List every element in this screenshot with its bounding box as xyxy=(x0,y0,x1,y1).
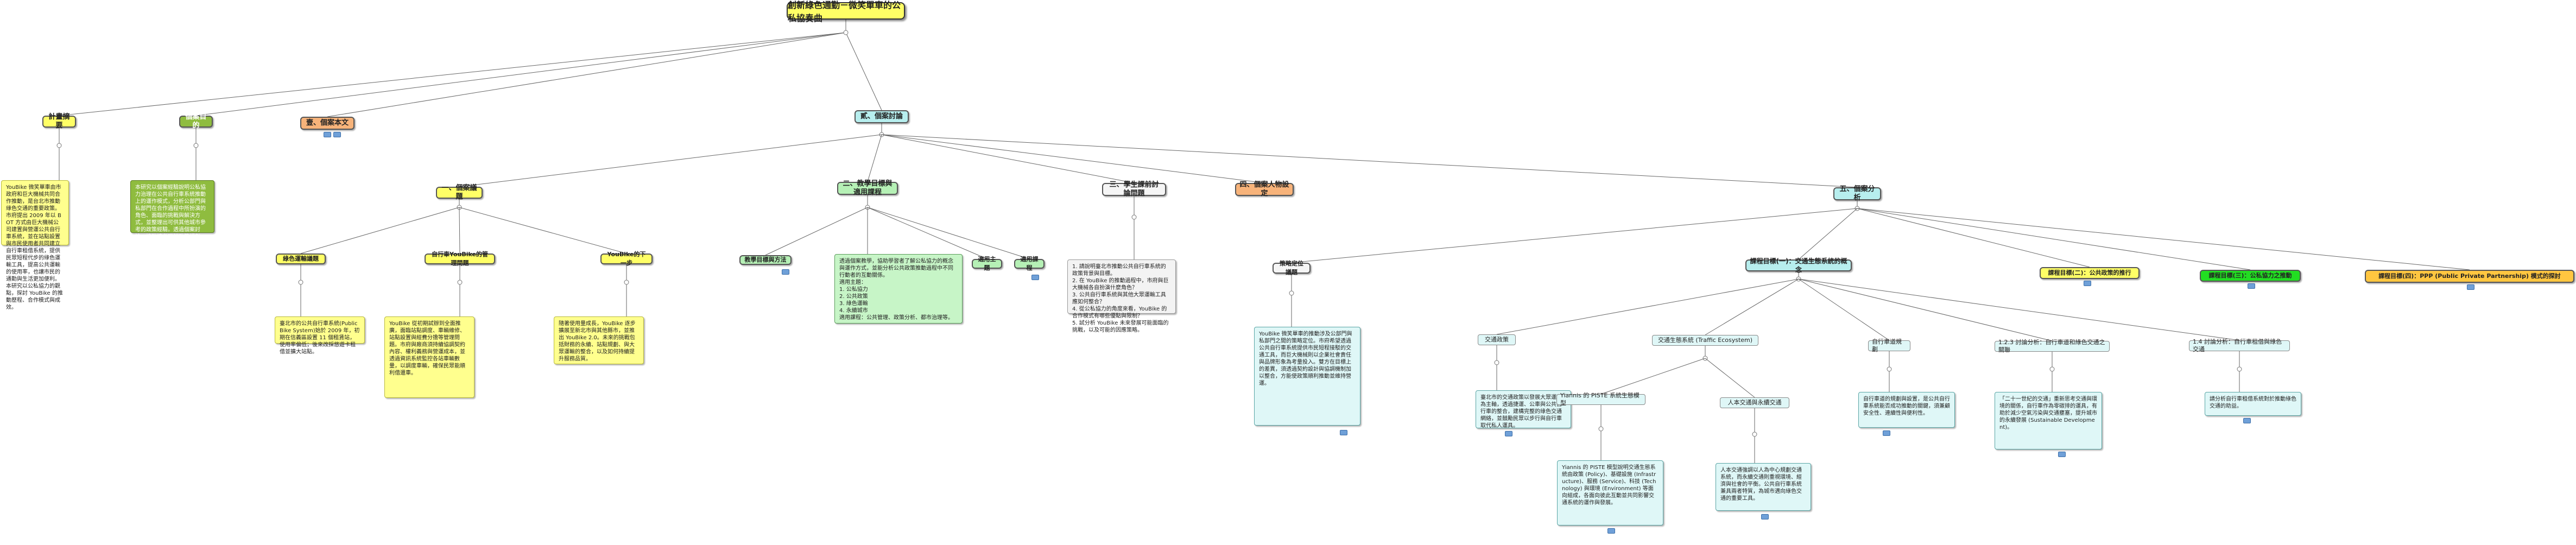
branch-junction[interactable] xyxy=(1131,214,1137,220)
note-discussion-bike-lane: 「二十一世紀的交通」重新思考交通與環境的關係，自行車作為零碳排的運具，有助於減少… xyxy=(1995,392,2102,449)
connector-line xyxy=(459,207,627,254)
connector-line xyxy=(881,134,1135,183)
branch-junction[interactable] xyxy=(843,30,849,35)
note-teaching-goals: 透過個案教學，協助學習者了解公私協力的概念與運作方式，並能分析公共政策推動過程中… xyxy=(834,254,963,324)
topic-case-issues[interactable]: 一、個案議題 xyxy=(436,184,483,201)
topic-course-goal-1[interactable]: 課程目標(一)：交通生態系統的概念 xyxy=(1745,257,1852,274)
connector-line xyxy=(1496,278,1799,335)
connector-line xyxy=(1705,358,1755,398)
connector-line xyxy=(1705,278,1799,335)
topic-character-setting[interactable]: 四、個案人物設定 xyxy=(1235,181,1294,198)
branch-junction[interactable] xyxy=(2049,366,2055,372)
branch-junction[interactable] xyxy=(1289,290,1294,296)
note-human-sustainable-transport: 人本交通強調以人為中心規劃交通系統，而永續交通則重視環境、經濟與社會的平衡。公共… xyxy=(1716,463,1811,511)
attachment-icon[interactable] xyxy=(2058,452,2066,457)
topic-strategic-positioning[interactable]: 策略定位議題 xyxy=(1273,260,1311,276)
attachment-icon[interactable] xyxy=(2243,418,2251,423)
connector-line xyxy=(881,134,1858,188)
connector-line xyxy=(1798,278,1890,341)
connector-line xyxy=(459,207,460,254)
branch-junction[interactable] xyxy=(193,143,199,148)
note-youbike-management: YouBike 從初期試辦到全面推廣，面臨站點調度、車輛維修、站點設置與經費分擔… xyxy=(384,316,474,398)
connector-line xyxy=(59,32,846,116)
connector-line xyxy=(1798,278,2240,341)
topic-piste-model[interactable]: Yiannis 的 PISTE 系統生態模型 xyxy=(1556,392,1645,407)
topic-case-analysis[interactable]: 五、個案分析 xyxy=(1833,185,1881,202)
note-strategic-positioning: YouBike 微笑單車的推動涉及公部門與私部門之間的策略定位。市府希望透過公共… xyxy=(1254,327,1360,426)
attachment-icon[interactable] xyxy=(2084,281,2091,286)
branch-junction[interactable] xyxy=(1494,360,1499,365)
root-topic[interactable]: 創新綠色通勤－微笑單車的公私協奏曲 xyxy=(787,0,905,23)
branch-junction[interactable] xyxy=(56,143,62,148)
connector-line xyxy=(1857,208,2090,268)
topic-course-goal-3[interactable]: 課程目標(三)：公私協力之推動 xyxy=(2200,270,2301,282)
connector-line xyxy=(1798,278,2053,341)
connector-line xyxy=(1291,208,1858,263)
connector-line xyxy=(867,134,882,182)
attachment-icon[interactable] xyxy=(1505,431,1512,436)
note-transport-policy: 臺北市的交通政策以發展大眾運輸為主軸，透過捷運、公車與公共自行車的整合，建構完整… xyxy=(1476,390,1571,429)
branch-junction[interactable] xyxy=(1598,426,1604,432)
connector-line xyxy=(765,207,868,256)
branch-junction[interactable] xyxy=(1752,432,1757,437)
topic-youbike-management[interactable]: 自行車YouBike的管理問題 xyxy=(425,251,495,267)
topic-teaching-methods[interactable]: 教學目標與方法 xyxy=(739,255,792,265)
branch-junction[interactable] xyxy=(298,280,303,285)
note-project-summary: YouBike 微笑單車由市政府和巨大機械共同合作推動，是台北市推動綠色交通的重… xyxy=(1,180,69,310)
topic-transport-policy[interactable]: 交通政策 xyxy=(1478,334,1516,345)
topic-case-discussion[interactable]: 貳、個案討論 xyxy=(855,110,909,123)
branch-junction[interactable] xyxy=(624,280,629,285)
note-piste-model: Yiannis 的 PISTE 模型說明交通生態系統由政策 (Policy)、基… xyxy=(1557,460,1663,525)
note-discussion-bike-rental: 請分析自行車租借系統對於推動綠色交通的助益。 xyxy=(2205,392,2301,416)
attachment-icon[interactable] xyxy=(1031,275,1039,280)
connector-line xyxy=(327,32,846,117)
connector-line xyxy=(867,207,1030,259)
attachment-icon[interactable] xyxy=(333,132,341,137)
attachment-icon[interactable] xyxy=(782,269,789,275)
note-bike-lane-planning: 自行車道的規劃與設置，是公共自行車系統能否成功推動的關鍵，須兼顧安全性、連續性與… xyxy=(1858,392,1955,428)
topic-course-goal-4[interactable]: 課程目標(四)：PPP (Public Private Partnership)… xyxy=(2365,270,2574,283)
topic-bike-lane-planning[interactable]: 自行車道規劃 xyxy=(1868,338,1910,353)
topic-course-goal-2[interactable]: 課程目標(二)：公共政策的推行 xyxy=(2040,267,2140,279)
topic-applicable-themes[interactable]: 適用主題 xyxy=(972,256,1002,271)
connector-line xyxy=(1798,208,1858,260)
topic-project-summary[interactable]: 計畫摘要 xyxy=(42,113,76,130)
attachment-icon[interactable] xyxy=(2467,284,2474,290)
connector-line xyxy=(845,32,882,111)
note-youbike-next-step: 隨著使用量成長，YouBike 逐步擴展至新北市與其他縣市，並推出 YouBik… xyxy=(554,316,644,364)
attachment-icon[interactable] xyxy=(324,132,331,137)
topic-case-text[interactable]: 壹、個案本文 xyxy=(300,117,355,130)
note-case-purpose: 本研究以個案經驗說明公私協力治理在公共自行車系統推動上的運作模式，分析公部門與私… xyxy=(130,180,214,247)
connector-line xyxy=(300,207,460,254)
branch-junction[interactable] xyxy=(457,280,463,285)
connector-line xyxy=(1857,208,2470,270)
topic-human-sustainable-transport[interactable]: 人本交通與永續交通 xyxy=(1720,397,1789,408)
topic-pre-class-questions[interactable]: 三、學生課前討論問題 xyxy=(1102,181,1166,198)
note-pre-class-questions: 1. 請說明臺北市推動公共自行車系統的政策背景與目標。 2. 在 YouBike… xyxy=(1067,259,1176,333)
note-green-transport-issue: 臺北市的公共自行車系統(Public Bike System)始於 2009 年… xyxy=(275,316,365,355)
topic-discussion-bike-lane[interactable]: 1.2.3 討論分析：自行車道和綠色交通之關聯 xyxy=(1995,339,2110,353)
attachment-icon[interactable] xyxy=(1883,430,1890,436)
attachment-icon[interactable] xyxy=(1607,528,1615,534)
connector-line xyxy=(195,32,846,116)
branch-junction[interactable] xyxy=(2237,366,2242,372)
topic-applicable-courses[interactable]: 適用課程 xyxy=(1014,256,1045,271)
topic-green-transport-issue[interactable]: 綠色運輸議題 xyxy=(276,254,326,264)
connector-line xyxy=(1857,208,2251,270)
connector-line xyxy=(459,134,882,187)
topic-traffic-ecosystem[interactable]: 交通生態系統 (Traffic Ecosystem) xyxy=(1652,335,1758,346)
topic-youbike-next-step[interactable]: YouBike的下一步 xyxy=(600,251,653,267)
connector-line xyxy=(1600,358,1706,395)
topic-teaching-goals[interactable]: 二、教學目標與適用課程 xyxy=(837,180,898,197)
topic-discussion-bike-rental[interactable]: 1.4 討論分析：自行車租借與綠色交通 xyxy=(2189,338,2290,353)
attachment-icon[interactable] xyxy=(1761,514,1769,519)
attachment-icon[interactable] xyxy=(2248,283,2255,289)
connector-line xyxy=(867,207,988,259)
branch-junction[interactable] xyxy=(1887,366,1892,372)
attachment-icon[interactable] xyxy=(1340,430,1347,435)
topic-case-purpose[interactable]: 個案目的 xyxy=(179,113,213,130)
connector-line xyxy=(881,134,1265,183)
